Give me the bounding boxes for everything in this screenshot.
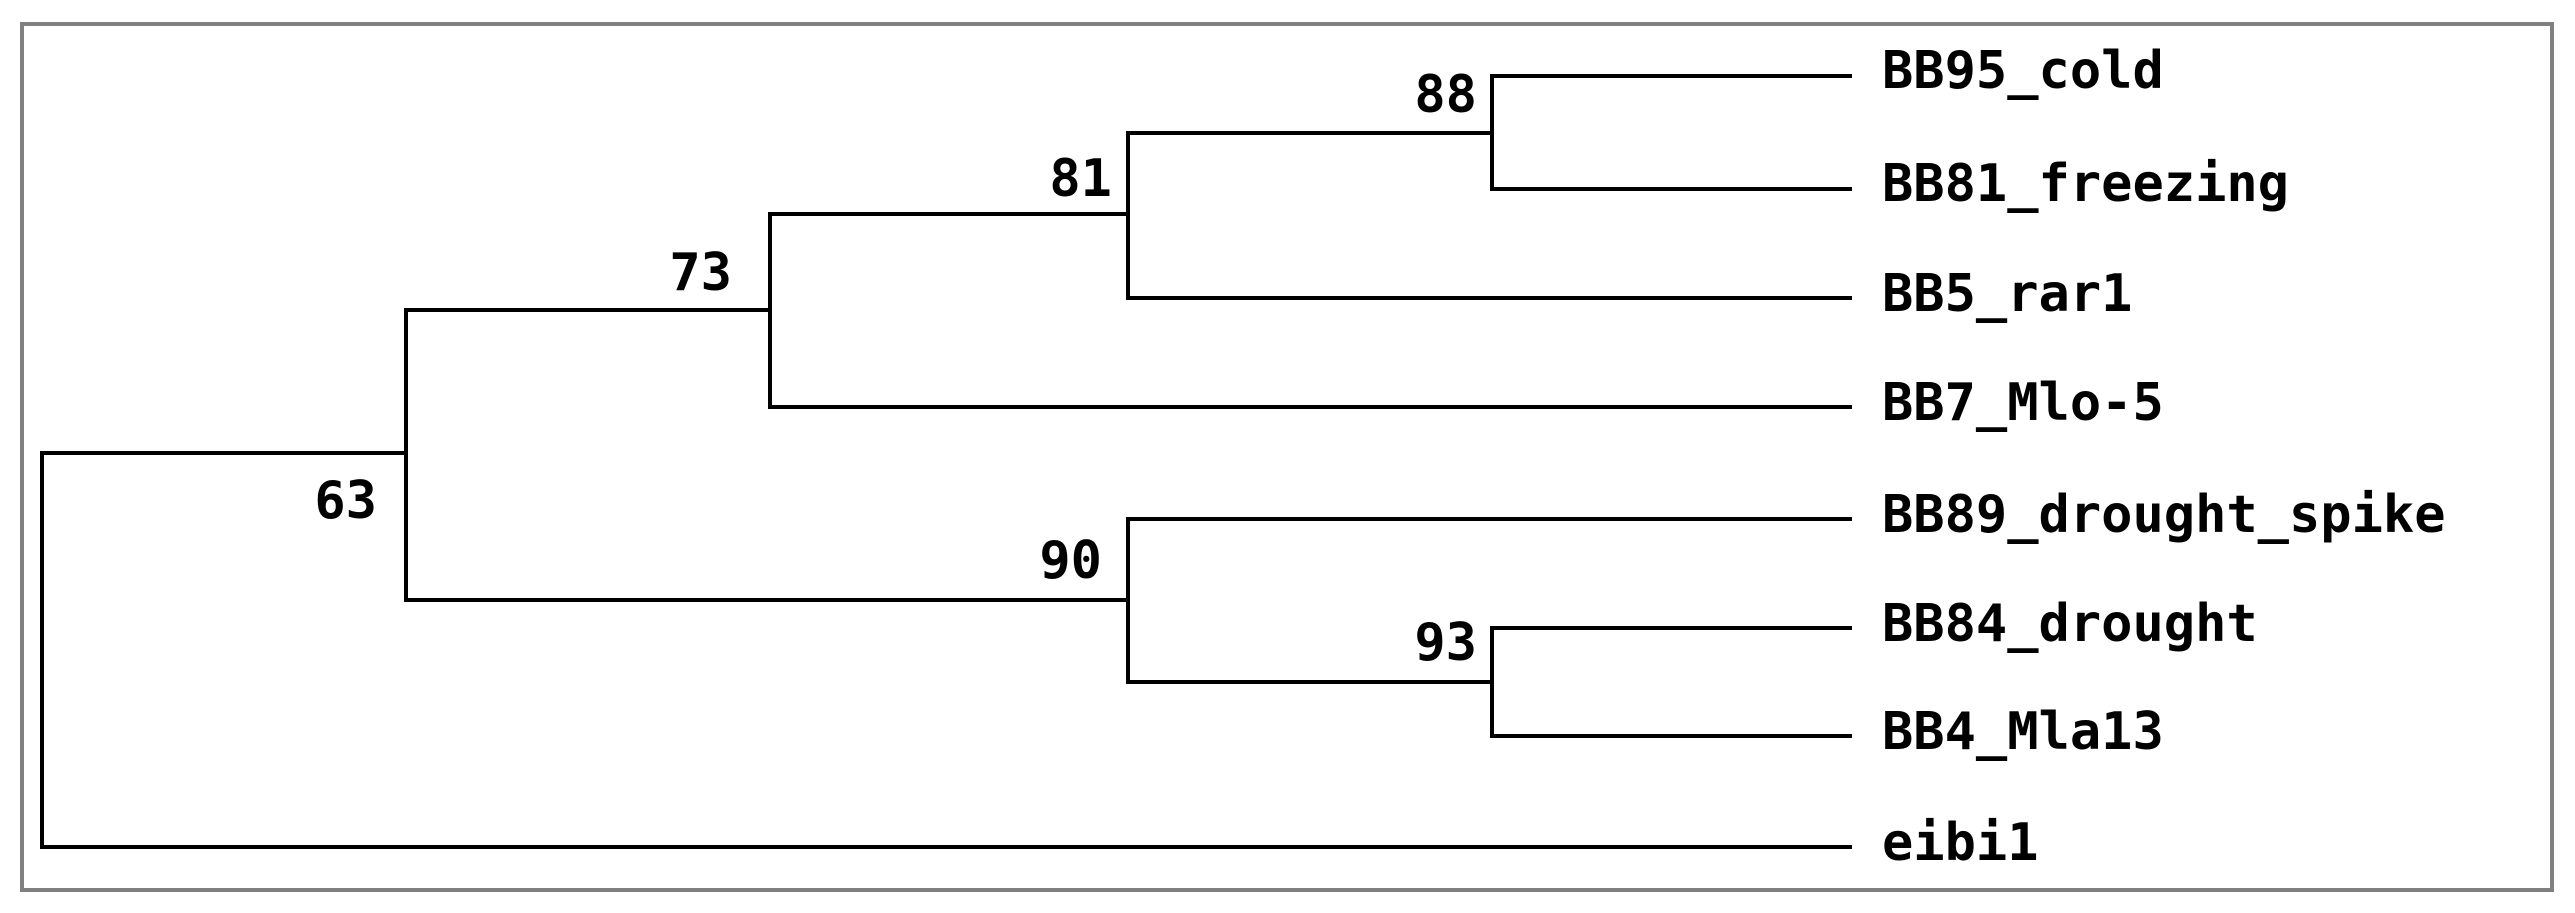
support-n90: 90 (1039, 531, 1102, 591)
taxon-label-mla13: BB4_Mla13 (1882, 702, 2164, 762)
taxon-label-mlo5: BB7_Mlo-5 (1882, 373, 2164, 433)
taxon-label-rar1: BB5_rar1 (1882, 264, 2132, 324)
taxon-label-spike: BB89_drought_spike (1882, 485, 2446, 545)
tree-branches (40, 74, 1852, 849)
support-n81: 81 (1049, 149, 1112, 209)
support-n73: 73 (669, 243, 732, 303)
support-n88: 88 (1414, 65, 1477, 125)
taxon-label-cold: BB95_cold (1882, 41, 2164, 101)
support-values: 88 81 73 63 90 93 (314, 65, 1477, 673)
support-n93: 93 (1414, 613, 1477, 673)
support-n63: 63 (314, 471, 377, 531)
taxon-label-eibi: eibi1 (1882, 813, 2039, 873)
taxon-labels: BB95_cold BB81_freezing BB5_rar1 BB7_Mlo… (1882, 41, 2446, 873)
figure-border (20, 22, 2554, 892)
taxon-label-freezing: BB81_freezing (1882, 154, 2289, 214)
taxon-label-drought: BB84_drought (1882, 594, 2258, 654)
